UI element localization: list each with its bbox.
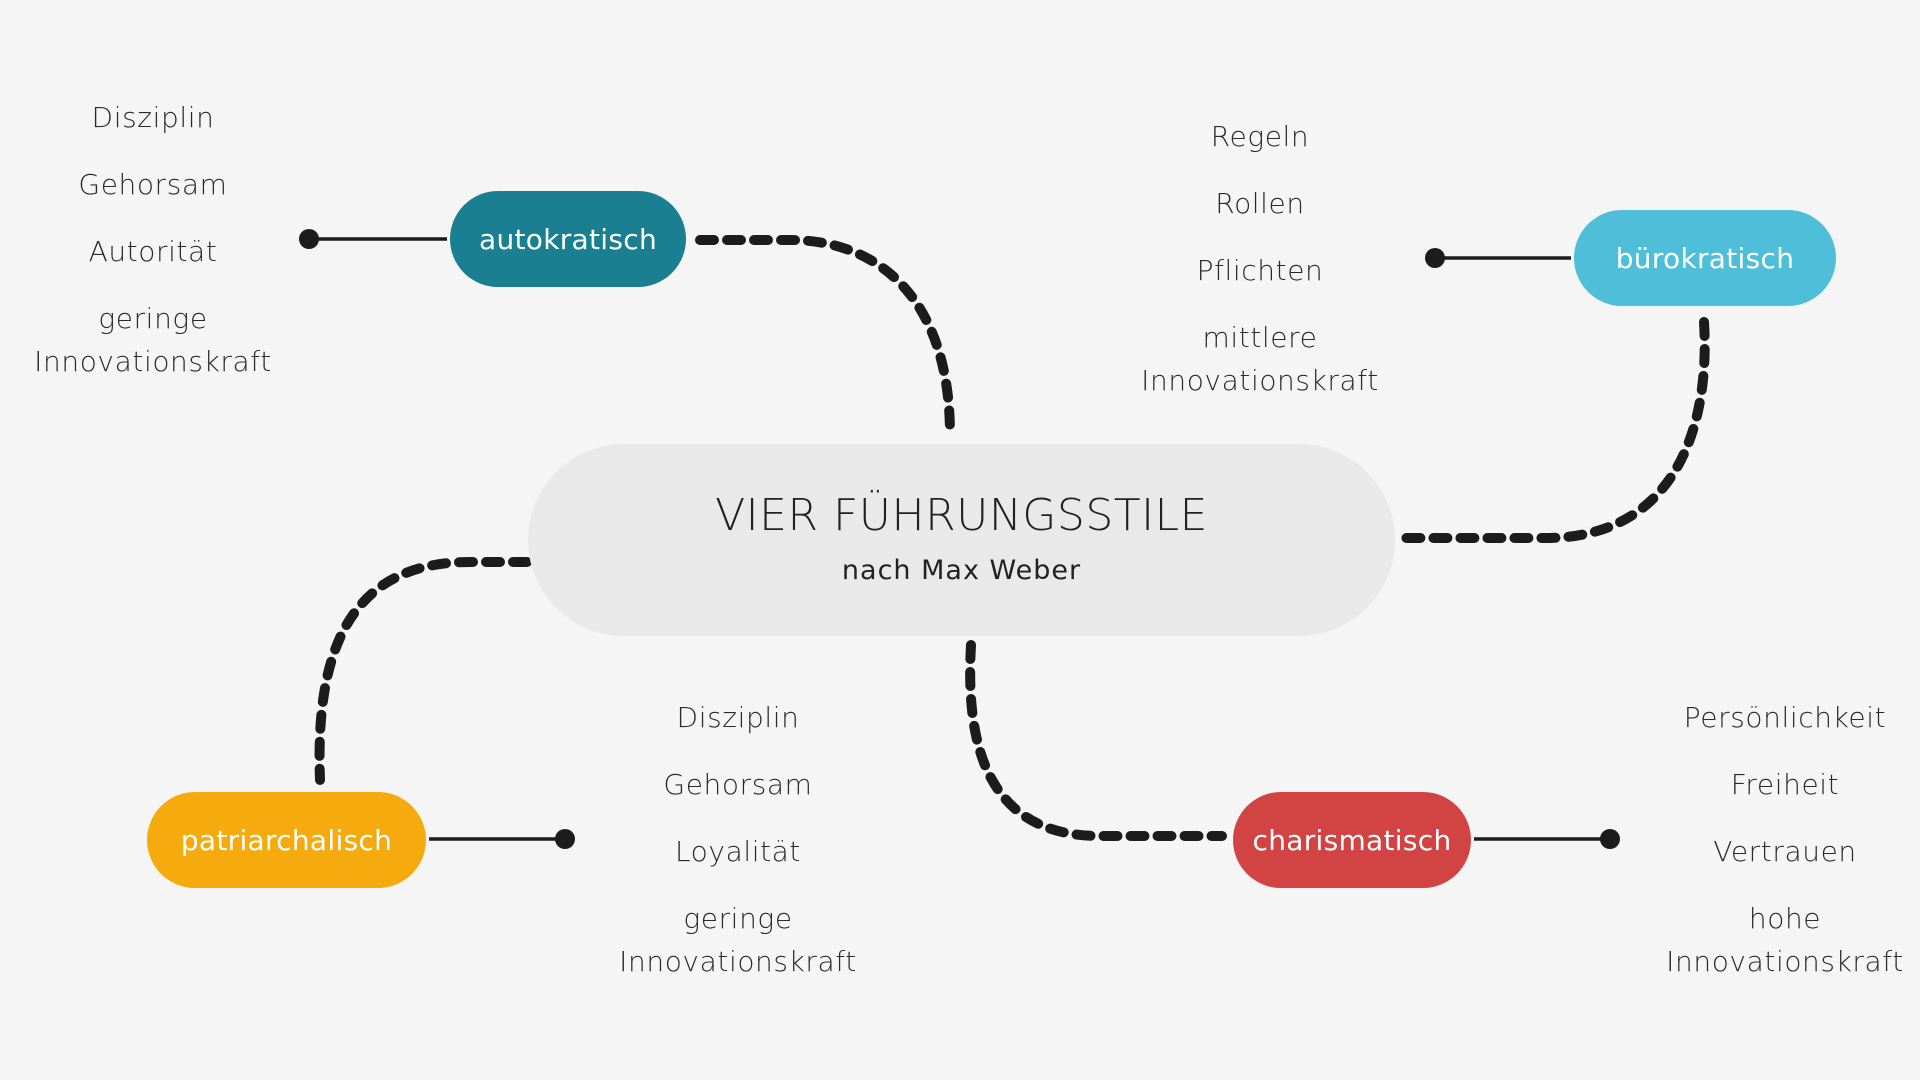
trait-item: Regeln xyxy=(1210,120,1310,153)
dot-autokratisch xyxy=(299,229,319,249)
pill-patriarchalisch: patriarchalisch xyxy=(147,792,426,888)
connector-patriarchalisch xyxy=(314,557,532,785)
trait-list-charismatisch: Persönlichkeit Freiheit Vertrauen hohe I… xyxy=(1635,696,1920,1007)
center-subtitle: nach Max Weber xyxy=(841,555,1082,586)
trait-item: geringe Innovationskraft xyxy=(34,302,272,378)
trait-item: geringe Innovationskraft xyxy=(619,902,857,978)
trait-item: Gehorsam xyxy=(663,768,813,801)
trait-item: Vertrauen xyxy=(1713,835,1857,868)
trait-item: Freiheit xyxy=(1730,768,1840,801)
connector-autokratisch xyxy=(695,235,955,440)
connector-buerokratisch xyxy=(1390,317,1710,543)
trait-item: mittlere Innovationskraft xyxy=(1141,321,1379,397)
trait-list-buerokratisch: Regeln Rollen Pflichten mittlere Innovat… xyxy=(1110,115,1410,426)
trait-list-patriarchalisch: Disziplin Gehorsam Loyalität geringe Inn… xyxy=(588,696,888,1007)
center-title: VIER FÜHRUNGSSTILE xyxy=(715,490,1208,541)
center-node: VIER FÜHRUNGSSTILE nach Max Weber xyxy=(528,444,1395,636)
trait-list-autokratisch: Disziplin Gehorsam Autorität geringe Inn… xyxy=(3,96,303,407)
trait-item: Rollen xyxy=(1215,187,1305,220)
trait-item: Autorität xyxy=(88,235,218,268)
trait-item: Loyalität xyxy=(674,835,802,868)
trait-item: Disziplin xyxy=(676,701,800,734)
trait-item: Gehorsam xyxy=(78,168,228,201)
pill-buerokratisch: bürokratisch xyxy=(1574,210,1836,306)
trait-item: Disziplin xyxy=(91,101,215,134)
dot-buerokratisch xyxy=(1425,248,1445,268)
trait-item: Pflichten xyxy=(1196,254,1324,287)
pill-charismatisch: charismatisch xyxy=(1233,792,1471,888)
trait-item: hohe Innovationskraft xyxy=(1666,902,1904,978)
trait-item: Persönlichkeit xyxy=(1683,701,1887,734)
pill-autokratisch: autokratisch xyxy=(450,191,686,287)
dot-patriarchalisch xyxy=(555,829,575,849)
connector-charismatisch xyxy=(965,640,1227,841)
dot-charismatisch xyxy=(1600,829,1620,849)
